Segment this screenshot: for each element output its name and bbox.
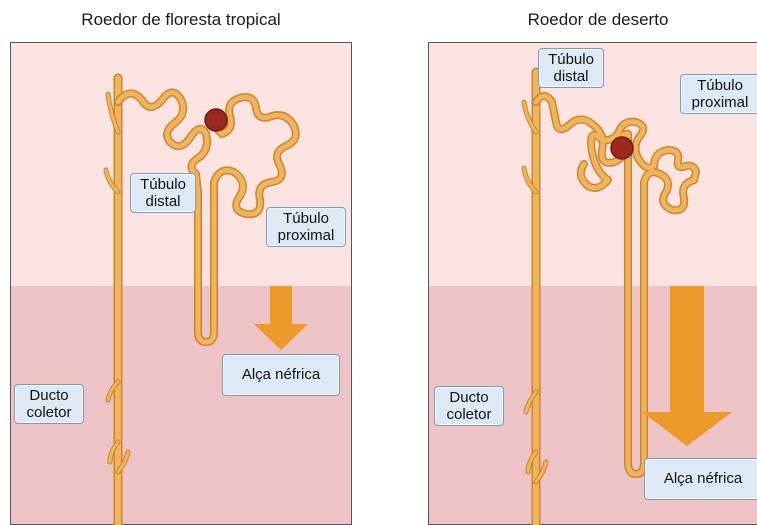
panel-title-desert: Roedor de deserto: [428, 10, 757, 30]
label-loop: Alça néfrica: [222, 354, 340, 396]
desert-nephron-panel: Túbulo distal Túbulo proximal Alça néfri…: [428, 42, 757, 525]
glomerulus: [611, 137, 633, 159]
glomerulus: [205, 109, 227, 131]
label-collecting-duct: Ducto coletor: [14, 384, 84, 424]
panel-title-rainforest: Roedor de floresta tropical: [10, 10, 352, 30]
label-distal-tubule: Túbulo distal: [130, 173, 196, 213]
rainforest-nephron-diagram: [10, 42, 352, 525]
desert-nephron-diagram: [428, 42, 757, 525]
label-distal-tubule: Túbulo distal: [538, 48, 604, 88]
label-proximal-tubule: Túbulo proximal: [266, 207, 346, 247]
cortex-region: [10, 42, 352, 286]
label-loop: Alça néfrica: [644, 458, 757, 500]
label-collecting-duct: Ducto coletor: [434, 386, 504, 426]
label-proximal-tubule: Túbulo proximal: [680, 74, 757, 114]
rainforest-nephron-panel: Túbulo distal Túbulo proximal Alça néfri…: [10, 42, 352, 525]
